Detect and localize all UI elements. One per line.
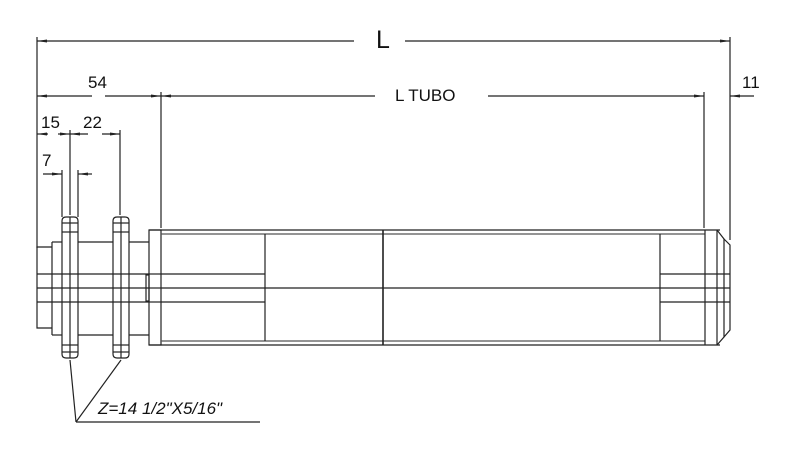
sprocket-callout-leader [69,359,260,423]
sprocket-1 [61,216,79,359]
sprocket-hub [37,241,149,336]
sprocket-spec-label: Z=14 1/2"X5/16" [98,399,223,418]
tube-right-cap [704,229,731,346]
dim-label-sprocket-spacing: 22 [83,113,102,132]
dim-label-total-length: L [376,26,390,54]
dimension-sprocket-width [43,170,92,217]
dim-label-tube-length: L TUBO [395,86,456,105]
dimension-total-length [36,37,731,248]
sprocket-2 [112,216,130,359]
dim-label-right-offset: 11 [742,73,760,92]
dim-label-sprocket-width: 7 [42,151,52,170]
dim-label-left-offset: 54 [88,73,107,92]
dimension-sprocket-spacing [37,130,121,215]
roller-tube [149,229,730,346]
dim-label-first-sprocket: 15 [41,113,60,132]
dimension-tube-length [37,92,754,228]
